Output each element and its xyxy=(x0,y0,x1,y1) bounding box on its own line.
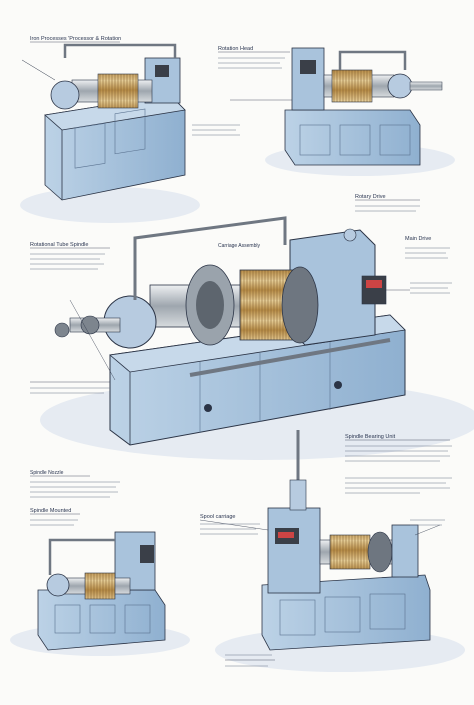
callout-bottom-right-header: Spindle Bearing Unit xyxy=(345,434,396,440)
fine-print-blocks xyxy=(30,57,452,667)
machine-bottom-right: Spindle Bearing Unit Spool carriage xyxy=(199,430,465,672)
callout-center-right-sub: Main Drive xyxy=(405,236,431,242)
callout-bottom-left-lower: Spindle Nozzle xyxy=(30,470,64,476)
machine-bottom-left: Spindle Mounted Spindle Nozzle xyxy=(10,470,190,656)
machine-top-right: Rotation Head xyxy=(218,46,455,176)
callout-center-right-header: Rotary Drive xyxy=(355,194,386,200)
callout-center-left-header: Rotational Tube Spindle xyxy=(30,242,88,248)
callout-top-right-header: Rotation Head xyxy=(218,46,253,52)
callout-top-left-header: Iron Processes 'Processor & Rotation xyxy=(30,36,121,42)
callout-mid-left-lower: Carriage Assembly xyxy=(218,243,260,249)
machine-center: Rotational Tube Spindle Rotary Drive Mai… xyxy=(30,194,474,460)
machine-top-left: Iron Processes 'Processor & Rotation xyxy=(20,36,200,223)
callout-bottom-left-header: Spindle Mounted xyxy=(30,508,71,514)
callout-bottom-middle-header: Spool carriage xyxy=(200,514,235,520)
